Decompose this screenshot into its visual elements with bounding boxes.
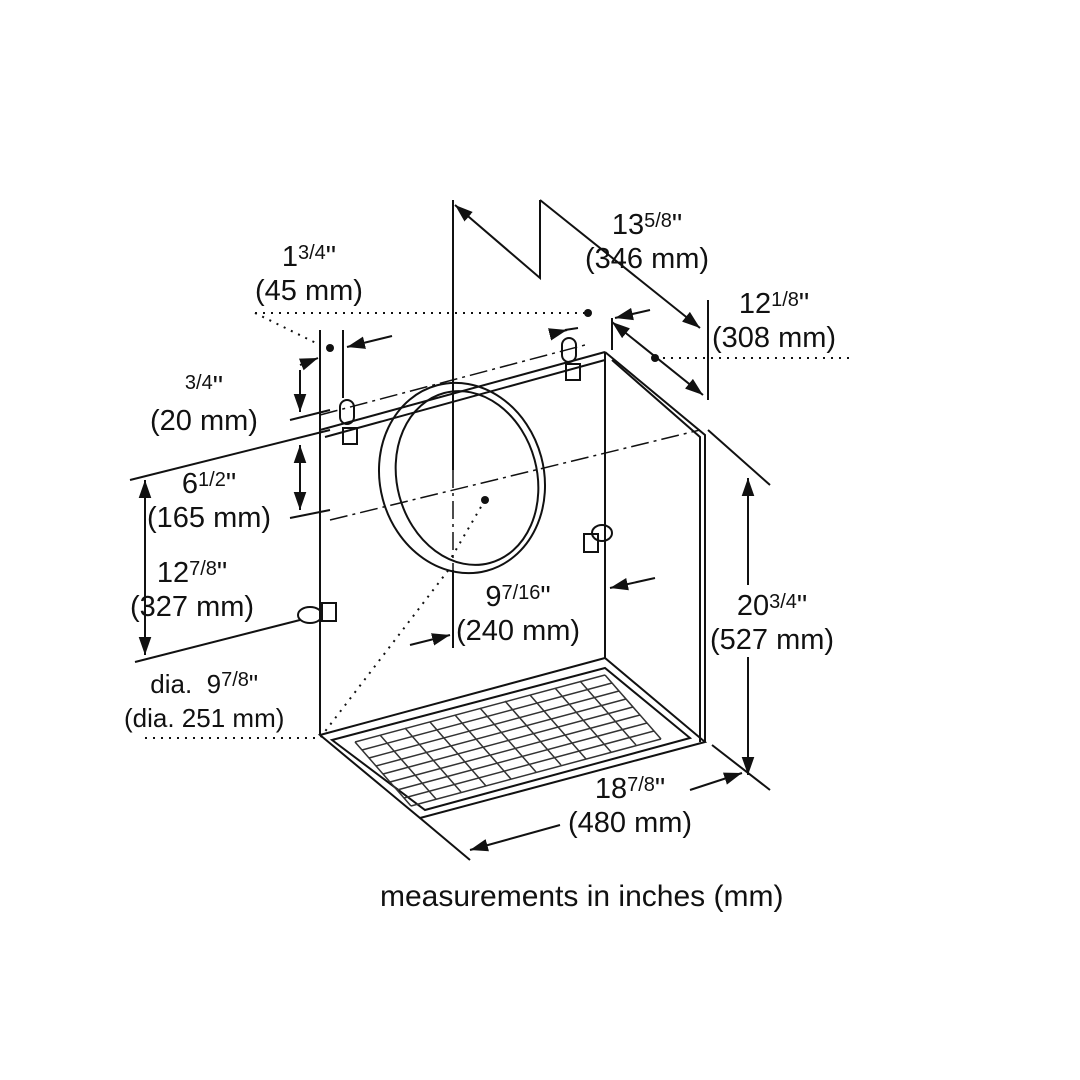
keyhole-bracket-right bbox=[561, 337, 581, 381]
keyhole-bracket-left bbox=[339, 399, 358, 445]
dim-duct-center-offset: 97/16" (240 mm) bbox=[456, 581, 581, 647]
dim-duct-diameter: dia. 97/8" (dia. 251 mm) bbox=[124, 669, 285, 733]
dim-height: 203/4" (527 mm) bbox=[710, 585, 835, 657]
dim-duct-depth: 135/8" (346 mm) bbox=[585, 209, 710, 275]
side-bracket-left bbox=[297, 602, 337, 624]
dim-duct-center-drop: 61/2" (165 mm) bbox=[147, 468, 272, 534]
units-note: measurements in inches (mm) bbox=[380, 880, 784, 913]
dim-side-bracket-spacing: 127/8" (327 mm) bbox=[130, 557, 255, 623]
side-bracket-right bbox=[583, 524, 613, 553]
dim-top-depth: 121/8" (308 mm) bbox=[712, 288, 837, 354]
dim-mount-hole-offset: 13/4" (45 mm) bbox=[255, 241, 363, 307]
dim-mount-hole-drop: 3/4" (20 mm) bbox=[150, 371, 258, 437]
dim-width: 187/8" (480 mm) bbox=[568, 773, 693, 839]
